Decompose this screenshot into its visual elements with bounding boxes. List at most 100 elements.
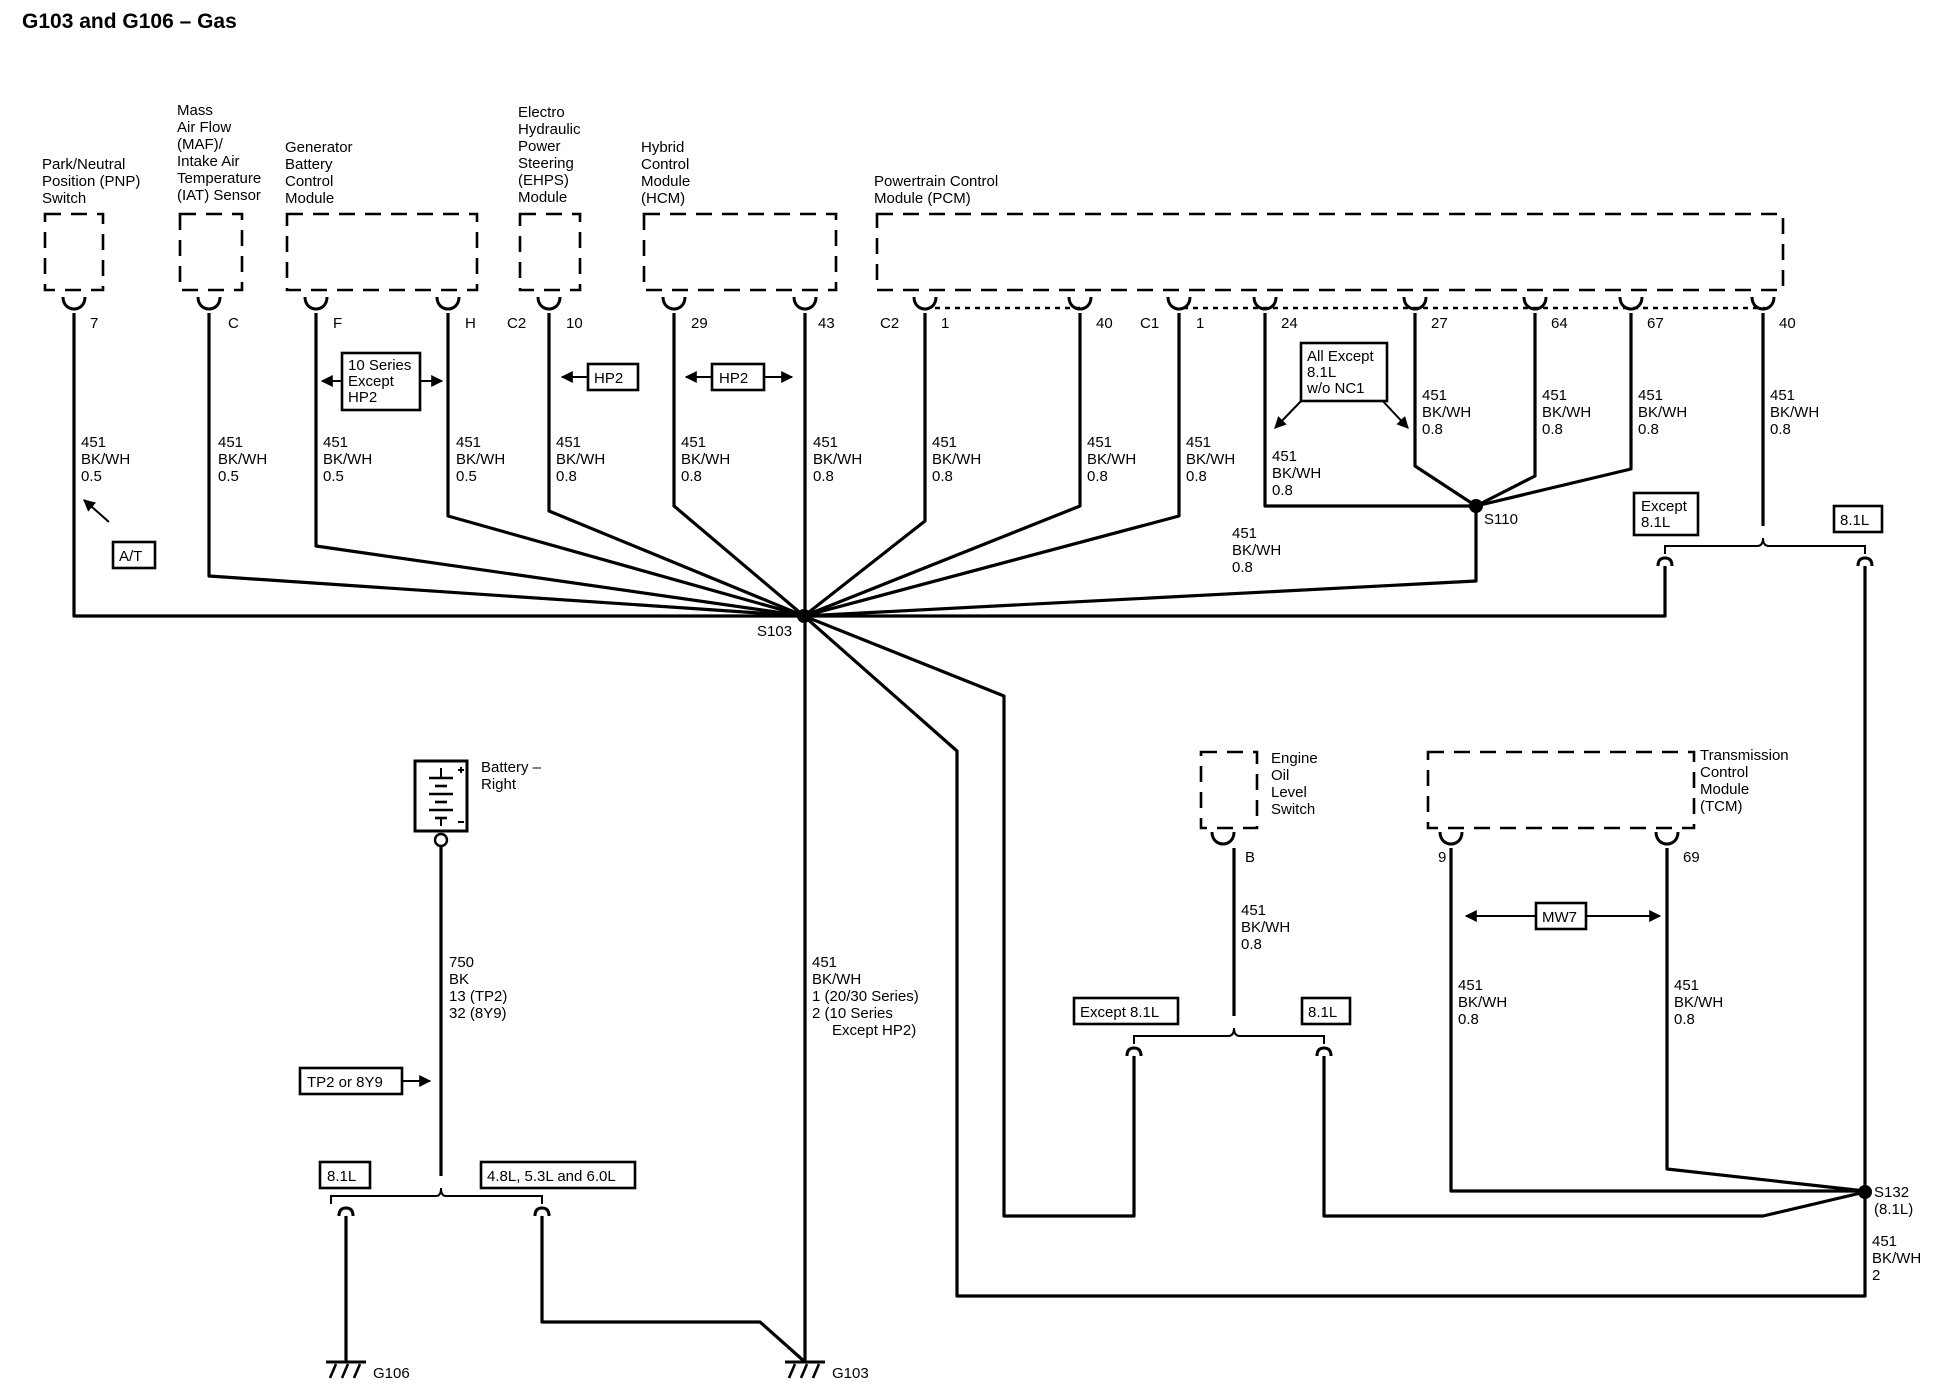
svg-text:Hydraulic: Hydraulic (518, 121, 581, 138)
svg-text:0.5: 0.5 (456, 468, 477, 485)
tcm-label: Transmission Control Module (TCM) (1700, 747, 1789, 815)
svg-text:BK/WH: BK/WH (218, 451, 267, 468)
pin-eols-b: B (1245, 849, 1255, 866)
pcm-box (875, 212, 1785, 292)
splice-s103-label: S103 (757, 623, 792, 640)
pnp-switch-box (43, 212, 105, 292)
svg-text:451: 451 (81, 434, 106, 451)
option-81-mid-label: 8.1L (1308, 1004, 1337, 1021)
option-hp2-ehps-label: HP2 (594, 370, 623, 387)
option-at-label: A/T (119, 548, 142, 565)
option-except-81-mid-box (1072, 996, 1180, 1026)
svg-text:2: 2 (1872, 1267, 1880, 1284)
svg-text:Park/Neutral: Park/Neutral (42, 156, 125, 173)
svg-text:S132: S132 (1874, 1184, 1909, 1201)
svg-text:Except: Except (1641, 498, 1688, 515)
option-hp2-hcm-label: HP2 (719, 370, 748, 387)
svg-text:BK/WH: BK/WH (1542, 404, 1591, 421)
svg-text:HP2: HP2 (348, 389, 377, 406)
svg-text:BK/WH: BK/WH (932, 451, 981, 468)
svg-text:Steering: Steering (518, 155, 574, 172)
pin-pcm-c1: C1 (1140, 315, 1159, 332)
generator-module-box (285, 212, 479, 292)
svg-text:Engine: Engine (1271, 750, 1318, 767)
svg-text:Position (PNP): Position (PNP) (42, 173, 140, 190)
svg-text:451: 451 (1674, 977, 1699, 994)
pin-pcm-c1-64: 64 (1551, 315, 1568, 332)
svg-text:Powertrain Control: Powertrain Control (874, 173, 998, 190)
svg-text:Battery –: Battery – (481, 759, 542, 776)
svg-text:1 (20/30 Series): 1 (20/30 Series) (812, 988, 919, 1005)
svg-text:451: 451 (1186, 434, 1211, 451)
pin-pcm-c1-27: 27 (1431, 315, 1448, 332)
svg-text:Control: Control (641, 156, 689, 173)
svg-text:BK/WH: BK/WH (1770, 404, 1819, 421)
ground-g103-symbol (785, 1360, 825, 1379)
svg-text:10 Series: 10 Series (348, 357, 411, 374)
svg-text:750: 750 (449, 954, 474, 971)
svg-text:451: 451 (932, 434, 957, 451)
option-81-top-box (1832, 504, 1884, 534)
svg-text:451: 451 (812, 954, 837, 971)
svg-text:451: 451 (456, 434, 481, 451)
pin-gen-h: H (465, 315, 476, 332)
svg-text:Switch: Switch (42, 190, 86, 207)
svg-text:0.8: 0.8 (1087, 468, 1108, 485)
option-81-mid-box (1300, 996, 1352, 1026)
svg-text:BK/WH: BK/WH (456, 451, 505, 468)
engine-oil-level-switch-label: Engine Oil Level Switch (1271, 750, 1318, 818)
option-at-box (111, 540, 157, 570)
svg-text:BK/WH: BK/WH (1422, 404, 1471, 421)
svg-text:Module: Module (1700, 781, 1749, 798)
svg-text:Level: Level (1271, 784, 1307, 801)
pin-pcm-c1-67: 67 (1647, 315, 1664, 332)
svg-text:0.8: 0.8 (1272, 482, 1293, 499)
pin-pnp-7: 7 (90, 315, 98, 332)
svg-text:0.8: 0.8 (1241, 936, 1262, 953)
splice-s132-label: S132 (8.1L) (1874, 1184, 1913, 1218)
generator-battery-control-module-label: Generator Battery Control Module (285, 139, 353, 207)
option-hp2-ehps-box (586, 362, 640, 392)
svg-text:451: 451 (1241, 902, 1266, 919)
pin-hcm-43: 43 (818, 315, 835, 332)
option-mw7-box (1534, 901, 1588, 931)
svg-text:0.8: 0.8 (1422, 421, 1443, 438)
svg-text:451: 451 (556, 434, 581, 451)
svg-text:451: 451 (218, 434, 243, 451)
engine-oil-level-switch-box (1199, 750, 1259, 830)
svg-text:Module: Module (285, 190, 334, 207)
pin-pcm-c2-40: 40 (1096, 315, 1113, 332)
svg-text:BK/WH: BK/WH (1638, 404, 1687, 421)
svg-text:All Except: All Except (1307, 348, 1375, 365)
svg-text:(8.1L): (8.1L) (1874, 1201, 1913, 1218)
svg-text:BK/WH: BK/WH (1272, 465, 1321, 482)
pin-pcm-c2-1: 1 (941, 315, 949, 332)
option-bracket-top (1664, 537, 1866, 554)
battery-right-label: Battery – Right (481, 759, 542, 793)
svg-text:0.5: 0.5 (81, 468, 102, 485)
svg-text:32 (8Y9): 32 (8Y9) (449, 1005, 507, 1022)
svg-text:0.8: 0.8 (813, 468, 834, 485)
option-except-81-mid-label: Except 8.1L (1080, 1004, 1159, 1021)
svg-text:BK/WH: BK/WH (1872, 1250, 1921, 1267)
svg-text:451: 451 (1542, 387, 1567, 404)
svg-text:451: 451 (1272, 448, 1297, 465)
svg-text:2 (10 Series: 2 (10 Series (812, 1005, 893, 1022)
svg-text:0.5: 0.5 (323, 468, 344, 485)
svg-text:451: 451 (1422, 387, 1447, 404)
ground-g106-symbol (326, 1360, 366, 1379)
option-mw7-label: MW7 (1542, 909, 1577, 926)
svg-text:BK/WH: BK/WH (813, 451, 862, 468)
svg-text:Oil: Oil (1271, 767, 1289, 784)
svg-text:BK/WH: BK/WH (556, 451, 605, 468)
